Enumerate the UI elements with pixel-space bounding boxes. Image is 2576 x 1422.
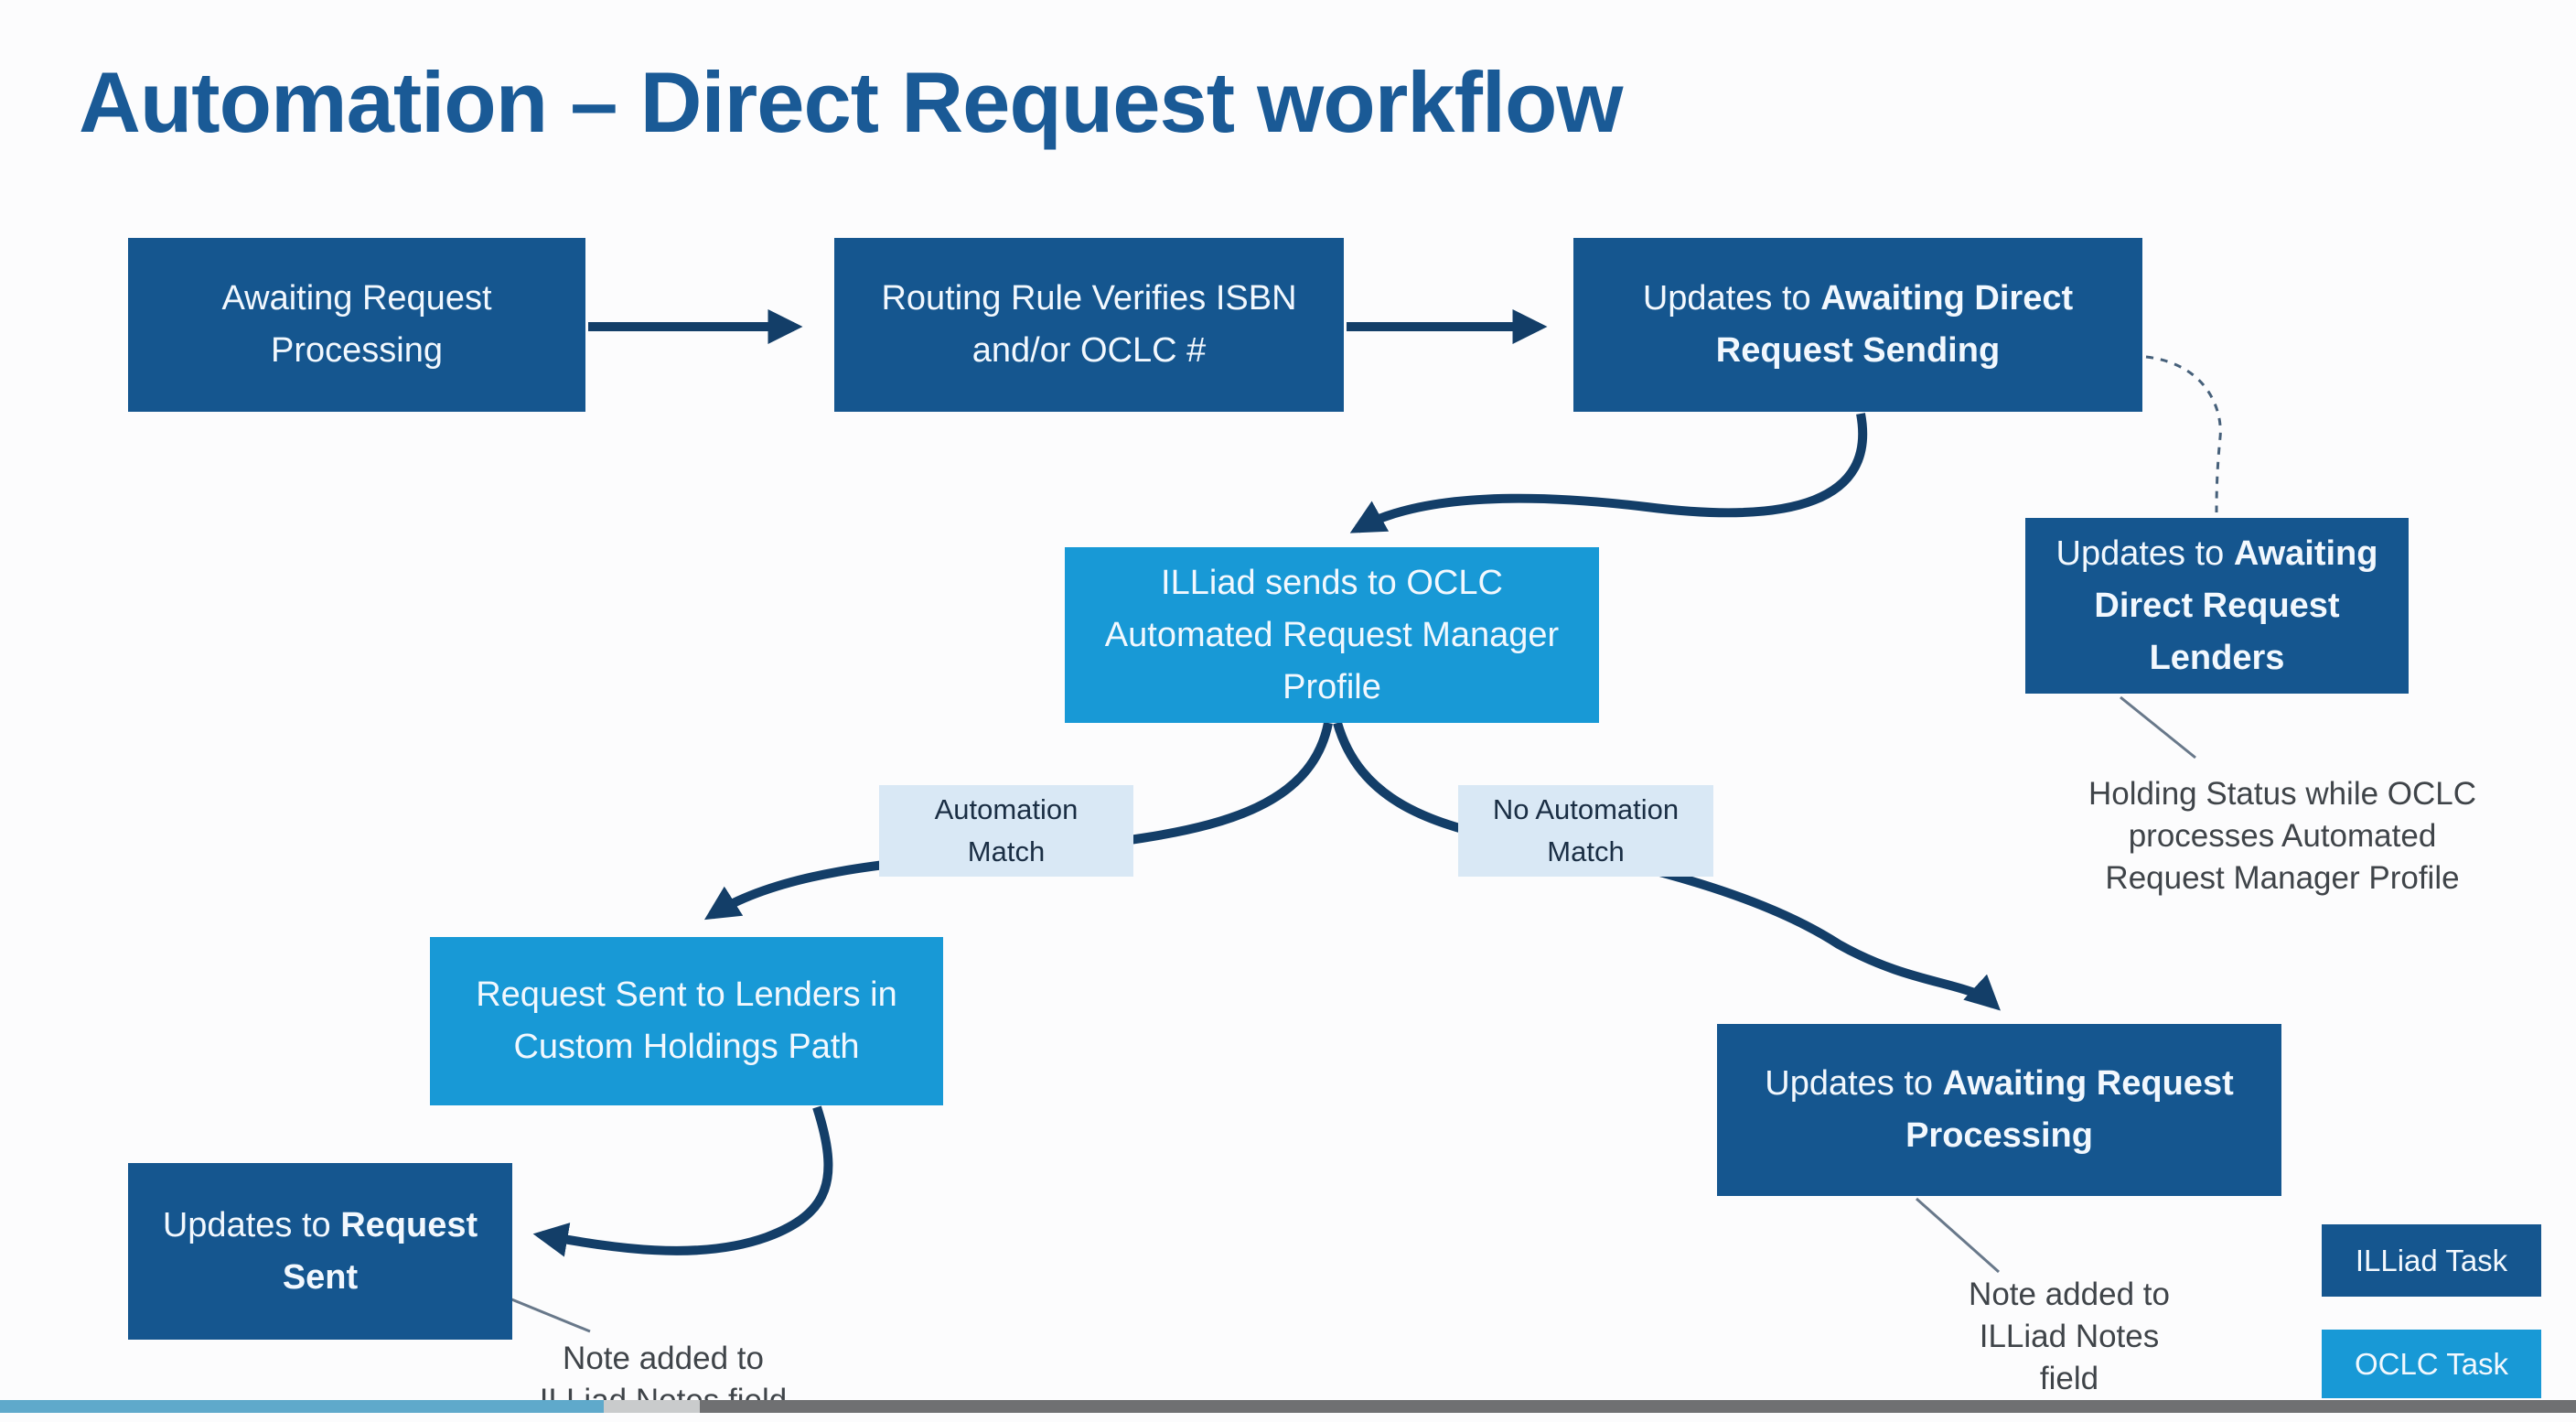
legend-oclc-task: OCLC Task bbox=[2322, 1330, 2541, 1398]
seek-bar-remaining-segment[interactable] bbox=[700, 1400, 2576, 1413]
pointer-line-request-sent-note bbox=[504, 1295, 591, 1333]
arrow-lenders-to-request-sent bbox=[532, 1105, 833, 1257]
seek-bar-buffered-segment[interactable] bbox=[604, 1400, 700, 1413]
video-seek-bar[interactable] bbox=[0, 1400, 2576, 1413]
pointer-line-lenders-note bbox=[2120, 695, 2196, 759]
dashed-line-sending-to-lenders bbox=[2145, 355, 2222, 513]
seek-bar-played-segment[interactable] bbox=[0, 1400, 604, 1413]
arrow-sending-to-illiad-sends bbox=[1349, 413, 1868, 533]
slide-title: Automation – Direct Request workflow bbox=[79, 54, 1624, 150]
legend-illiad-task: ILLiad Task bbox=[2322, 1224, 2541, 1297]
pointer-line-awaiting-note bbox=[1916, 1197, 2000, 1274]
